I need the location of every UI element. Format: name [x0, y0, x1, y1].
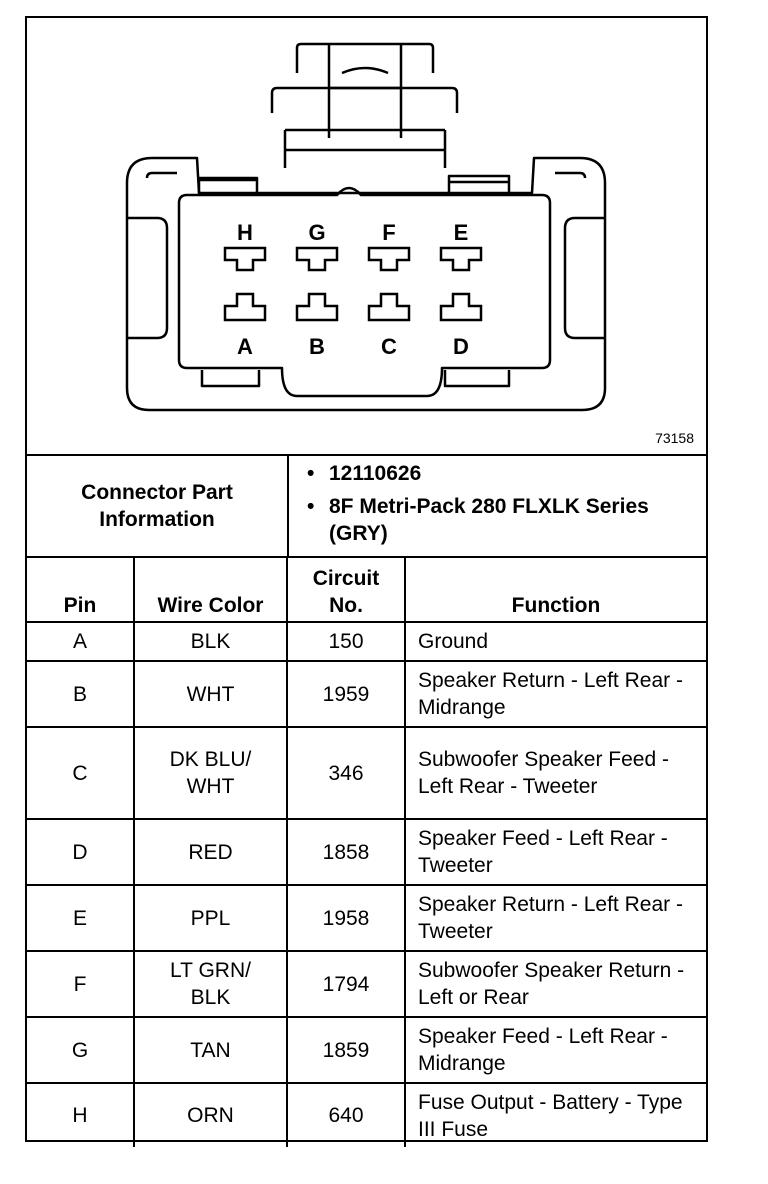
pin-label-e: E [453, 220, 469, 245]
row-pin: F [27, 950, 135, 1018]
row-function: Speaker Feed - Left Rear - Tweeter [404, 818, 706, 886]
row-wire-color: DK BLU/ WHT [133, 726, 288, 820]
header-pin: Pin [27, 558, 135, 623]
table-row: E PPL 1958 Speaker Return - Left Rear - … [27, 884, 706, 952]
row-wire-color-text: DK BLU/ WHT [169, 748, 252, 798]
pin-label-g: G [308, 220, 326, 245]
figure-id: 73158 [655, 430, 694, 446]
row-circuit: 1794 [286, 950, 406, 1018]
row-circuit: 346 [286, 726, 406, 820]
row-function: Subwoofer Speaker Feed - Left Rear - Twe… [404, 726, 706, 820]
row-function: Fuse Output - Battery - Type III Fuse [404, 1082, 706, 1147]
row-circuit: 150 [286, 621, 406, 662]
connector-info-list: 12110626 8F Metri-Pack 280 FLXLK Series … [289, 456, 706, 547]
row-pin: G [27, 1016, 135, 1084]
row-wire-color: TAN [133, 1016, 288, 1084]
table-row: A BLK 150 Ground [27, 621, 706, 662]
pin-label-b: B [309, 334, 325, 359]
table-row: F LT GRN/ BLK 1794 Subwoofer Speaker Ret… [27, 950, 706, 1018]
connector-info-label: Connector Part Information [27, 456, 289, 556]
pin-table: Pin Wire Color Circuit No. Function A BL… [27, 558, 706, 1147]
row-pin: A [27, 621, 135, 662]
row-wire-color: WHT [133, 660, 288, 728]
pin-label-c: C [381, 334, 397, 359]
table-row: D RED 1858 Speaker Feed - Left Rear - Tw… [27, 818, 706, 886]
row-wire-color: LT GRN/ BLK [133, 950, 288, 1018]
table-row: B WHT 1959 Speaker Return - Left Rear - … [27, 660, 706, 728]
connector-part-info: Connector Part Information 12110626 8F M… [27, 456, 706, 558]
pin-label-d: D [453, 334, 469, 359]
row-circuit: 640 [286, 1082, 406, 1147]
row-circuit: 1959 [286, 660, 406, 728]
row-circuit: 1858 [286, 818, 406, 886]
row-function: Speaker Return - Left Rear - Tweeter [404, 884, 706, 952]
header-circuit: Circuit No. [286, 558, 406, 623]
row-pin: D [27, 818, 135, 886]
row-wire-color: ORN [133, 1082, 288, 1147]
row-circuit: 1859 [286, 1016, 406, 1084]
row-function: Ground [404, 621, 706, 662]
table-row: H ORN 640 Fuse Output - Battery - Type I… [27, 1082, 706, 1147]
row-function: Subwoofer Speaker Return - Left or Rear [404, 950, 706, 1018]
pin-label-f: F [382, 220, 396, 245]
connector-info-label-text: Connector Part Information [81, 481, 233, 531]
row-wire-color: RED [133, 818, 288, 886]
connector-info-values: 12110626 8F Metri-Pack 280 FLXLK Series … [289, 456, 706, 556]
pin-label-h: H [237, 220, 253, 245]
connector-part-number: 12110626 [307, 460, 706, 487]
pin-label-a: A [237, 334, 253, 359]
connector-sheet: H G F E A B C D 73158 Connector Part Inf… [25, 16, 708, 1147]
table-row: G TAN 1859 Speaker Feed - Left Rear - Mi… [27, 1016, 706, 1084]
row-circuit: 1958 [286, 884, 406, 952]
row-pin: E [27, 884, 135, 952]
connector-drawing: H G F E A B C D 73158 [27, 18, 706, 456]
connector-series: 8F Metri-Pack 280 FLXLK Series (GRY) [307, 493, 706, 547]
row-wire-color-text: LT GRN/ BLK [170, 959, 251, 1009]
row-pin: C [27, 726, 135, 820]
row-pin: H [27, 1082, 135, 1147]
row-function: Speaker Return - Left Rear - Midrange [404, 660, 706, 728]
row-wire-color: PPL [133, 884, 288, 952]
table-row: C DK BLU/ WHT 346 Subwoofer Speaker Feed… [27, 726, 706, 820]
row-pin: B [27, 660, 135, 728]
connector-outline [125, 42, 607, 412]
header-circuit-text: Circuit No. [312, 567, 380, 617]
row-wire-color: BLK [133, 621, 288, 662]
pin-table-header: Pin Wire Color Circuit No. Function [27, 558, 706, 623]
header-function: Function [404, 558, 706, 623]
row-function: Speaker Feed - Left Rear - Midrange [404, 1016, 706, 1084]
header-wire-color: Wire Color [133, 558, 288, 623]
